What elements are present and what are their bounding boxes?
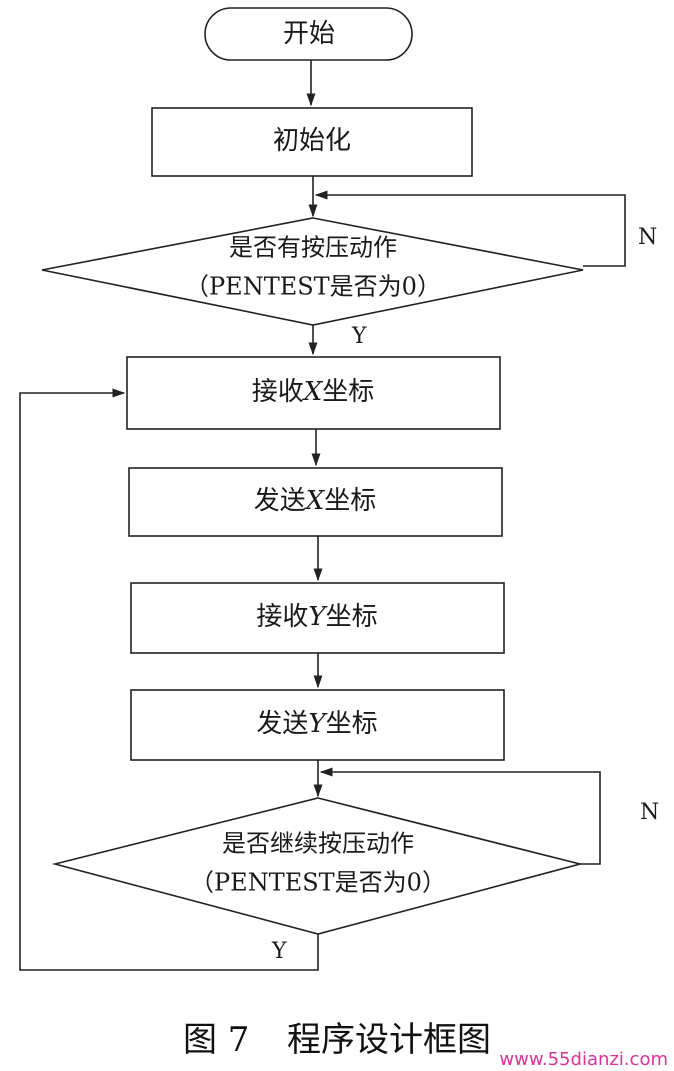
decision2-yes-loop: [19, 388, 319, 971]
init-process-box: 初始化: [151, 107, 473, 177]
receive-y-label: 接收Y坐标: [256, 602, 377, 632]
receive-x-label: 接收X坐标: [252, 377, 375, 407]
receive-y-box: 接收Y坐标: [130, 582, 505, 654]
decision1-diamond: 是否有按压动作 （PENTEST是否为0）: [41, 217, 584, 326]
decision1-yes-label: Y: [351, 324, 367, 349]
start-terminal: 开始: [204, 7, 413, 61]
receive-x-box: 接收X坐标: [126, 356, 501, 430]
decision1-condition: （PENTEST是否为0）: [185, 273, 441, 301]
send-y-label: 发送Y坐标: [256, 709, 377, 739]
figure-number: 图 7: [183, 1020, 249, 1060]
start-label: 开始: [283, 19, 335, 49]
watermark: www.55dianzi.com: [499, 1049, 668, 1070]
decision1-question: 是否有按压动作: [229, 234, 397, 262]
decision2-condition: （PENTEST是否为0）: [190, 869, 446, 897]
decision1-no-label: N: [638, 225, 657, 250]
init-label: 初始化: [273, 126, 351, 156]
decision2-question: 是否继续按压动作: [222, 830, 414, 858]
decision2-no-loop: [319, 767, 601, 865]
decision1-no-loop: [314, 190, 626, 267]
decision2-no-label: N: [640, 800, 659, 825]
send-y-box: 发送Y坐标: [130, 689, 505, 761]
decision2-diamond: 是否继续按压动作 （PENTEST是否为0）: [51, 797, 584, 935]
send-x-label: 发送X坐标: [254, 486, 377, 516]
decision2-yes-label: Y: [271, 939, 287, 964]
figure-title: 程序设计框图: [287, 1020, 491, 1060]
send-x-box: 发送X坐标: [128, 467, 503, 537]
